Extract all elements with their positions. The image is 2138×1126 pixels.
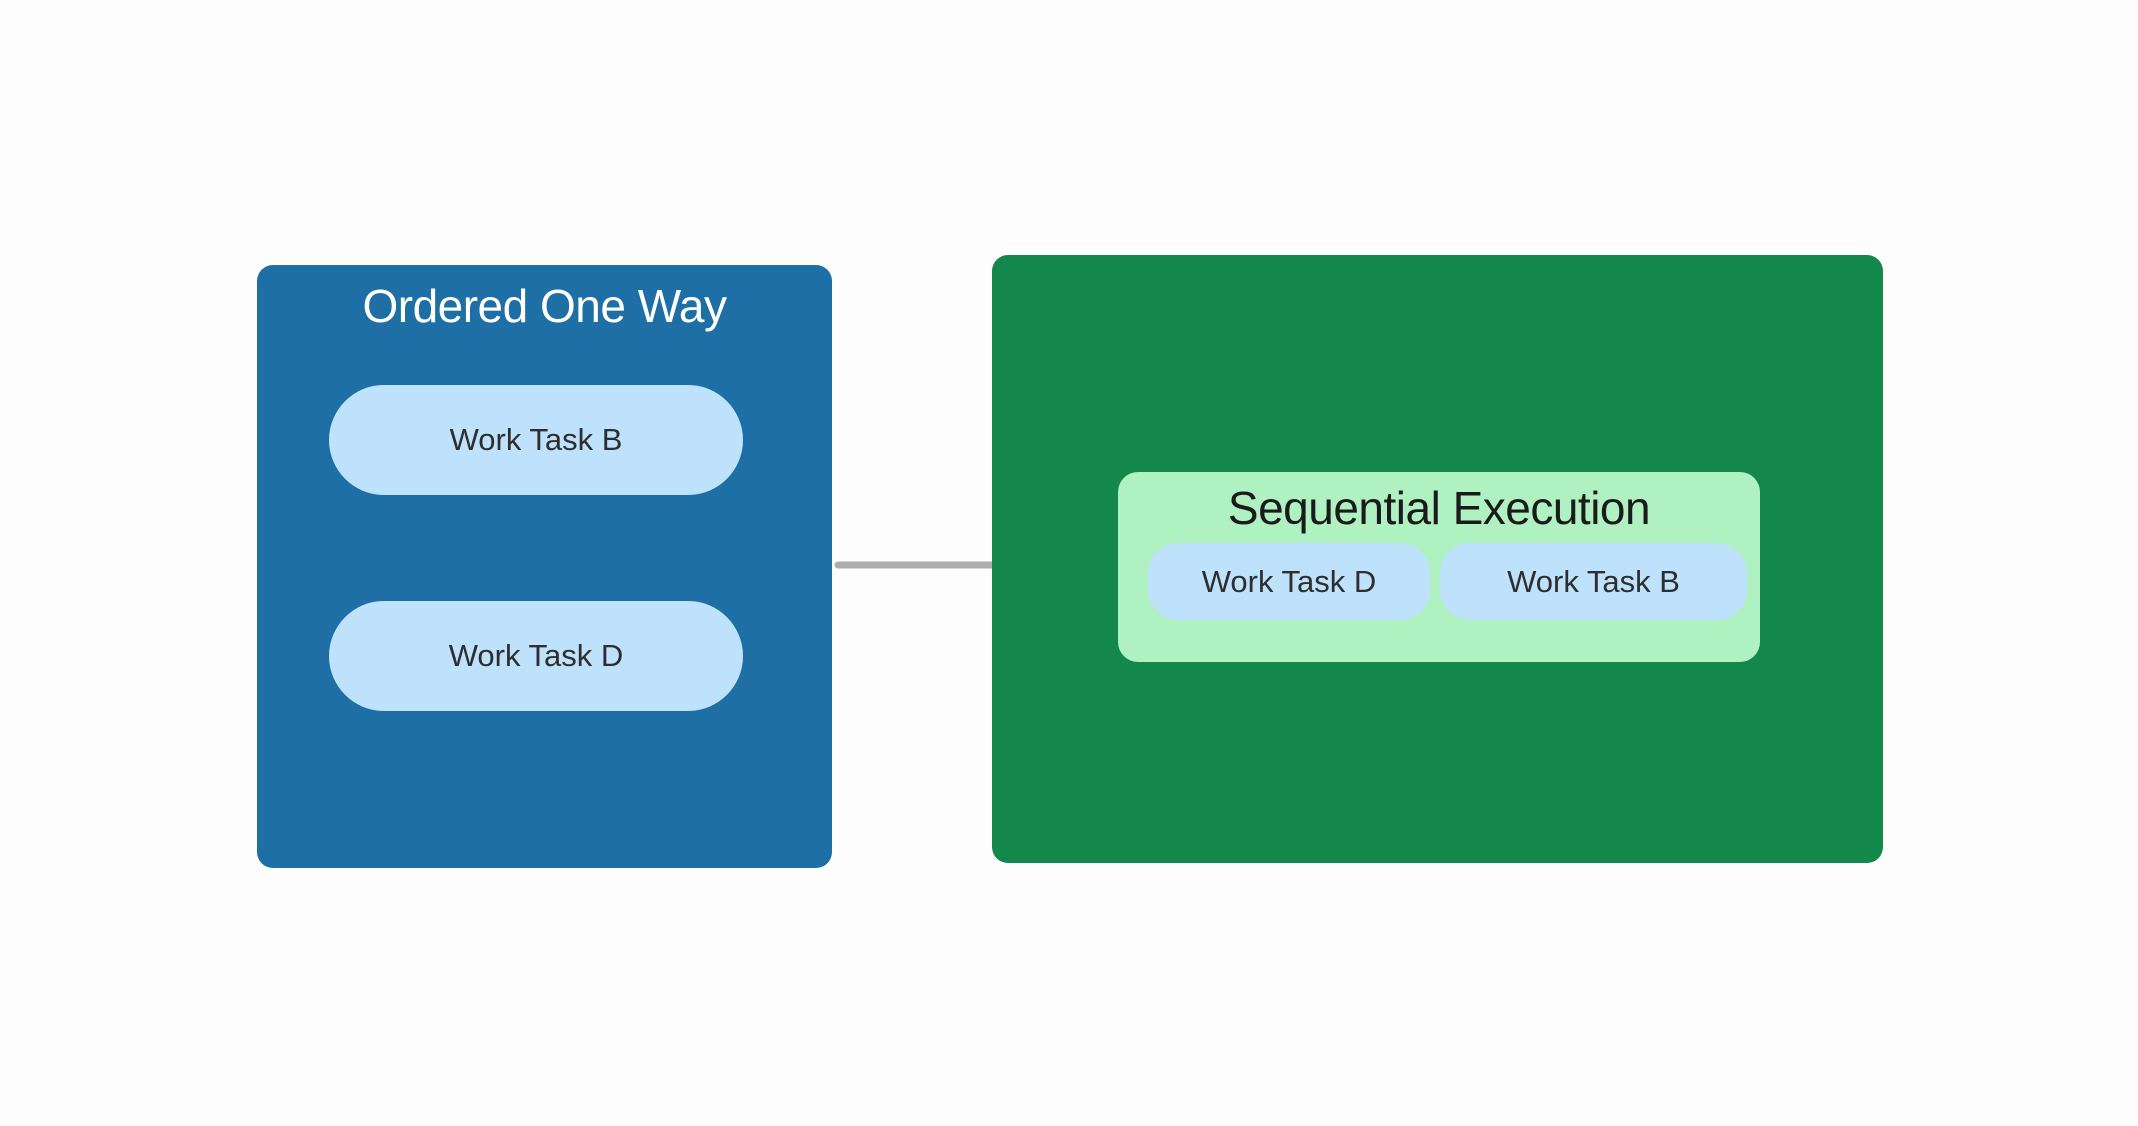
sequential-execution-panel: Sequential Execution Work Task D Work Ta… bbox=[1118, 472, 1760, 662]
execution-group: Sequential Execution Work Task D Work Ta… bbox=[992, 255, 1883, 863]
panel-title: Sequential Execution bbox=[1227, 482, 1651, 534]
task-pill-work-task-d: Work Task D bbox=[329, 601, 743, 711]
task-pill-label: Work Task B bbox=[1507, 563, 1680, 599]
ordered-one-way-group: Ordered One Way Work Task B Work Task D bbox=[257, 265, 832, 868]
group-title: Ordered One Way bbox=[362, 280, 727, 332]
result-pill-work-task-b: Work Task B bbox=[1440, 543, 1747, 620]
task-pill-label: Work Task D bbox=[1201, 563, 1377, 599]
task-pill-label: Work Task B bbox=[449, 422, 623, 457]
task-pill-work-task-b: Work Task B bbox=[329, 385, 743, 495]
task-pill-label: Work Task D bbox=[448, 638, 624, 673]
result-pill-work-task-d: Work Task D bbox=[1148, 543, 1430, 620]
